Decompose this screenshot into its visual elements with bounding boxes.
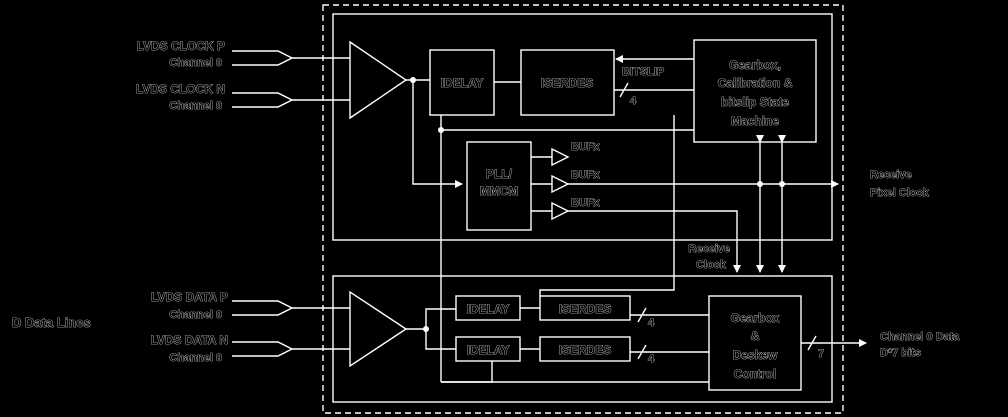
clock-gearbox-line-2: Calibration & (718, 76, 793, 90)
pll-mmcm-box (466, 141, 532, 231)
bufx-3-label: BUFx (571, 197, 601, 209)
clock-section-frame (332, 13, 833, 241)
clock-p-label: LVDS CLOCK P (137, 39, 225, 53)
clock-p-channel: Channel 0 (169, 57, 222, 69)
data-section-frame (332, 275, 833, 403)
data-idelay-2-label: IDELAY (467, 343, 510, 357)
data-gearbox-line-2: & (751, 329, 760, 343)
bufx-2 (531, 174, 839, 194)
data-to-idelay-1 (425, 308, 456, 329)
bufx-2-label: BUFx (571, 169, 601, 181)
bufx-1-label: BUFx (571, 141, 601, 153)
clock-buffer-triangle (349, 40, 408, 120)
pixel-clock-label-2: Pixel Clock (870, 187, 930, 199)
data-gearbox-line-3: Deskew (733, 348, 778, 362)
data-iserdes-1-label: ISERDES (559, 302, 612, 316)
output-bus-width: 7 (818, 348, 824, 360)
clock-gearbox-line-3: bitslip State (721, 95, 789, 109)
data-bus-2-width: 4 (648, 353, 655, 365)
data-iserdes-2-box (539, 336, 631, 362)
clock-gearbox-line-1: Gearbox, (729, 58, 781, 72)
input-pin-clock-p (232, 50, 350, 66)
channel-data-label-1: Channel 0 Data (880, 331, 960, 343)
data-n-channel: Channel 0 (169, 352, 222, 364)
data-n-label: LVDS DATA N (150, 333, 228, 347)
data-bus-1-width: 4 (648, 317, 655, 329)
input-pin-clock-n (232, 92, 350, 108)
clock-n-label: LVDS CLOCK N (136, 82, 225, 96)
pll-label-line-1: PLL/ (486, 167, 513, 181)
clock-bus-slash (619, 82, 629, 98)
data-p-channel: Channel 0 (169, 309, 222, 321)
bufx-3 (531, 201, 741, 273)
clock-n-channel: Channel 0 (169, 100, 222, 112)
input-pin-data-n (232, 341, 350, 357)
pixel-clock-label-1: Receive (870, 169, 912, 181)
data-gearbox-box (708, 295, 802, 391)
data-bus-2-slash (637, 344, 647, 360)
data-iserdes-2-label: ISERDES (559, 343, 612, 357)
output-bus-slash (807, 335, 817, 351)
clock-idelay-label: IDELAY (441, 76, 484, 90)
bitslip-label: BITSLIP (622, 66, 664, 78)
data-p-label: LVDS DATA P (151, 290, 228, 304)
data-buffer-triangle (349, 290, 408, 368)
d-data-lines-label: D Data Lines (12, 315, 91, 330)
data-idelay-1-label: IDELAY (467, 302, 510, 316)
data-iserdes-1-box (539, 295, 631, 321)
receive-clock-label-2: Clock (696, 259, 727, 271)
clock-gearbox-line-4: Machine (731, 114, 779, 128)
clock-iserdes-label: ISERDES (541, 76, 594, 90)
clock-to-pll-wire (412, 80, 463, 188)
outer-dashed-boundary (322, 4, 844, 414)
data-bus-1-slash (637, 307, 647, 323)
data-gearbox-line-1: Gearbox (731, 311, 780, 325)
clock-iserdes-box (520, 49, 615, 116)
receive-clock-label-1: Receive (688, 243, 730, 255)
clock-idelay-box (429, 49, 495, 116)
input-pin-data-p (232, 300, 350, 316)
clock-gearbox-box (693, 39, 817, 143)
channel-data-label-2: D*7 bits (880, 347, 921, 359)
data-gearbox-line-4: Control (734, 367, 777, 381)
pll-label-line-2: MMCM (480, 184, 519, 198)
clock-bus-width: 4 (630, 95, 637, 107)
control-to-idelay-2 (441, 361, 493, 383)
bufx-1 (531, 147, 570, 167)
receive-clock-to-iserdes (539, 115, 675, 296)
data-to-idelay-2 (425, 329, 456, 350)
data-idelay-1-box (455, 295, 521, 321)
